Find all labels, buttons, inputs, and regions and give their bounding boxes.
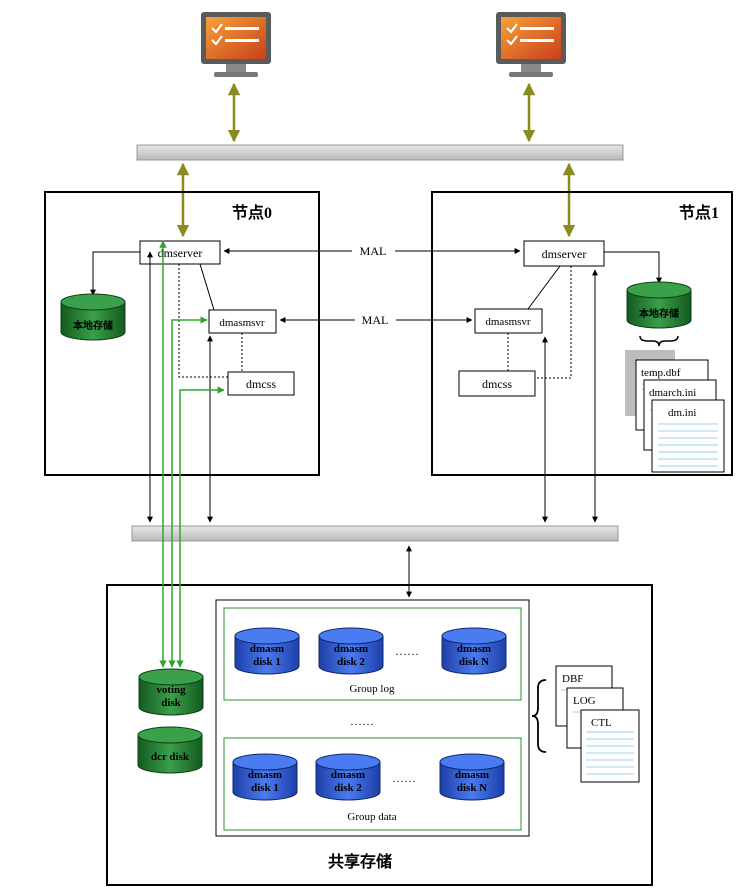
dmasm-disk-icon xyxy=(441,627,507,675)
node0-dmserver-label: dmserver xyxy=(158,246,203,260)
node1-dmcss-box xyxy=(458,370,536,397)
mal-label: MAL xyxy=(362,313,389,327)
log-disk-2-line1: dmasm xyxy=(334,643,368,655)
voting-disk-label-line2: disk xyxy=(161,697,181,709)
group-separator-ellipsis: …… xyxy=(350,714,374,728)
local-storage-arrow xyxy=(90,251,140,296)
log-disk-ellipsis: …… xyxy=(395,644,419,658)
node1-dmserver-label: dmserver xyxy=(542,247,587,261)
shared-storage-files: DBF LOG CTL xyxy=(555,665,640,783)
node0-local-storage-label: 本地存储 xyxy=(73,319,113,332)
dcr-disk-label: dcr disk xyxy=(151,751,190,763)
top-network-bus xyxy=(136,144,624,161)
file-ctl: CTL xyxy=(591,717,612,729)
dmasm-disk-icon xyxy=(318,627,384,675)
data-disk-2-line1: dmasm xyxy=(331,769,365,781)
dmserver-dmasmsvr-link xyxy=(199,263,215,311)
data-disk-n-line2: disk N xyxy=(457,782,487,794)
group-log-box xyxy=(223,607,522,701)
shared-storage-title: 共享存储 xyxy=(328,852,392,871)
node1-config-files: temp.dbf dmarch.ini dm.ini xyxy=(635,359,725,473)
dmserver-dmasmsvr-link xyxy=(527,265,561,310)
voting-disk-links xyxy=(159,240,225,668)
shared-storage-box xyxy=(106,584,653,886)
node1-dmserver-box xyxy=(523,240,605,267)
log-disk-n-line1: dmasm xyxy=(457,643,491,655)
dmasm-disk-icon xyxy=(315,753,381,801)
data-disk-1-line2: disk 1 xyxy=(251,782,279,794)
mal-label: MAL xyxy=(360,244,387,258)
data-disk-ellipsis: …… xyxy=(392,771,416,785)
node1-title: 节点1 xyxy=(679,203,719,222)
node0-dmasmsvr-label: dmasmsvr xyxy=(219,317,265,329)
client-monitor-icon xyxy=(201,12,271,77)
shared-files-brace xyxy=(531,679,547,753)
group-log-label: Group log xyxy=(350,683,395,695)
file-dm-ini: dm.ini xyxy=(668,407,696,419)
group-data-label: Group data xyxy=(347,811,396,823)
dcr-disk-icon xyxy=(137,726,203,774)
node0-local-storage-icon xyxy=(60,293,126,341)
client-monitor-icon xyxy=(496,12,566,77)
node0-title: 节点0 xyxy=(232,203,272,222)
local-storage-brace xyxy=(639,335,679,347)
data-disk-2-line2: disk 2 xyxy=(334,782,362,794)
file-dmarch-ini: dmarch.ini xyxy=(649,387,696,399)
file-log: LOG xyxy=(573,695,596,707)
file-temp-dbf: temp.dbf xyxy=(641,367,681,379)
dmasm-disk-icon xyxy=(234,627,300,675)
node0-dmcss-label: dmcss xyxy=(246,377,276,391)
local-storage-arrow xyxy=(604,251,662,284)
file-dbf: DBF xyxy=(562,673,583,685)
voting-disk-icon xyxy=(138,668,204,716)
log-disk-n-line2: disk N xyxy=(459,656,489,668)
node1-dmcss-label: dmcss xyxy=(482,377,512,391)
dmasm-disk-icon xyxy=(439,753,505,801)
storage-network-bus xyxy=(131,525,619,542)
voting-disk-label-line1: voting xyxy=(156,684,186,696)
disk-groups-container xyxy=(215,599,530,837)
group-data-box xyxy=(223,737,522,831)
log-disk-2-line2: disk 2 xyxy=(337,656,365,668)
node0-dmcss-box xyxy=(227,371,295,396)
node1-box xyxy=(431,191,733,476)
dmasm-disk-icon xyxy=(232,753,298,801)
node1-local-storage-label: 本地存储 xyxy=(639,307,679,320)
log-disk-1-line1: dmasm xyxy=(250,643,284,655)
data-disk-n-line1: dmasm xyxy=(455,769,489,781)
node1-local-storage-icon xyxy=(626,281,692,329)
node1-dmasmsvr-label: dmasmsvr xyxy=(485,316,531,328)
log-disk-1-line2: disk 1 xyxy=(253,656,281,668)
data-disk-1-line1: dmasm xyxy=(248,769,282,781)
